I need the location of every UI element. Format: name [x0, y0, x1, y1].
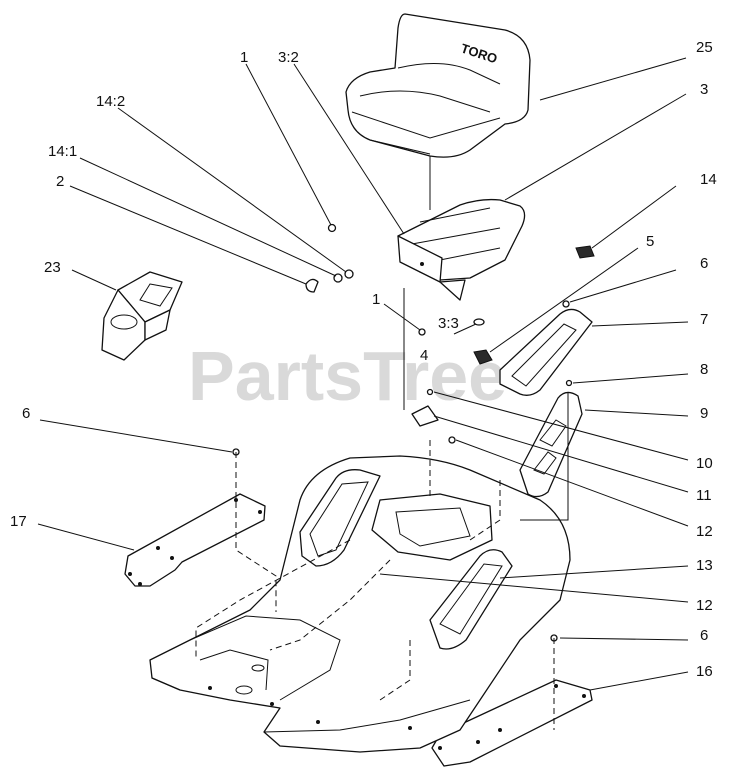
bracket-11: [411, 405, 439, 427]
callout-8: 8: [700, 361, 708, 378]
callout-7: 7: [700, 311, 708, 328]
fender-chassis[interactable]: [149, 455, 571, 753]
cover-plate-7[interactable]: [499, 308, 593, 396]
callout-14-2: 14:2: [96, 93, 125, 110]
callout-4: 4: [420, 347, 428, 364]
knob-4: [473, 349, 493, 365]
callout-12-lower: 12: [696, 597, 713, 614]
pin-6-top: [562, 300, 570, 308]
callout-10: 10: [696, 455, 713, 472]
callout-14: 14: [700, 171, 717, 188]
callout-1-upper: 1: [240, 49, 248, 66]
bolt-1-lower: [418, 328, 426, 336]
seat-pan[interactable]: [397, 198, 526, 301]
nut-12-upper: [448, 436, 456, 444]
seat[interactable]: TORO: [345, 13, 531, 158]
callout-3-3: 3:3: [438, 315, 459, 332]
callout-1-lower: 1: [372, 291, 380, 308]
callout-16: 16: [696, 663, 713, 680]
washer-14-2: [344, 269, 354, 279]
callout-2: 2: [56, 173, 64, 190]
callout-labels: 25 3 14 5 6 7 8 9 10 11 12 13 12 6 16 1 …: [10, 39, 717, 680]
watermark-text: PartsTree: [188, 337, 507, 415]
callout-12-upper: 12: [696, 523, 713, 540]
alignment-lines: [195, 156, 569, 730]
switch-plate-9[interactable]: [519, 391, 583, 498]
screw-10: [426, 388, 434, 396]
clip-2: [305, 278, 319, 293]
foot-plate-17[interactable]: [124, 493, 266, 587]
callout-14-1: 14:1: [48, 143, 77, 160]
callout-13: 13: [696, 557, 713, 574]
cup-holder[interactable]: [101, 271, 183, 361]
callout-25: 25: [696, 39, 713, 56]
leader-lines: [37, 57, 689, 691]
washer-3-3: [473, 318, 485, 326]
callout-3-2: 3:2: [278, 49, 299, 66]
callout-5: 5: [646, 233, 654, 250]
hardware-group[interactable]: [232, 223, 595, 642]
callout-3: 3: [700, 81, 708, 98]
callout-23: 23: [44, 259, 61, 276]
bolt-1-upper: [327, 223, 337, 233]
callout-11: 11: [696, 487, 712, 504]
callout-9: 9: [700, 405, 708, 422]
screw-8: [565, 379, 573, 387]
callout-17: 17: [10, 513, 27, 530]
knob-14: [575, 245, 595, 259]
callout-6-top: 6: [700, 255, 708, 272]
callout-6-left: 6: [22, 405, 30, 422]
callout-6-right: 6: [700, 627, 708, 644]
